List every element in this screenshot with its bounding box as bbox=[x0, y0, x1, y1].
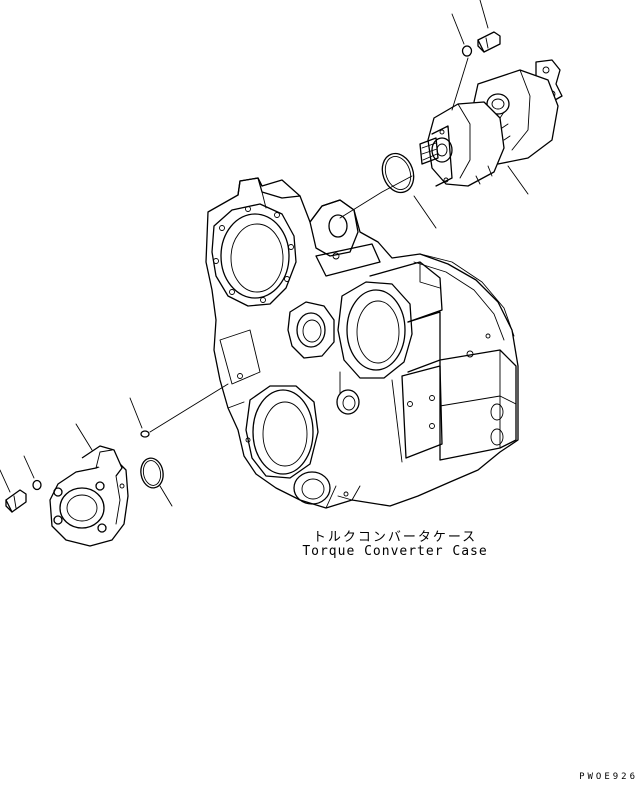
lower-washer bbox=[32, 479, 42, 491]
lower-o-ring bbox=[140, 457, 164, 489]
plug bbox=[140, 430, 150, 438]
caption-japanese: トルクコンバータケース bbox=[312, 530, 478, 545]
upper-o-ring bbox=[381, 152, 415, 194]
upper-bolt bbox=[477, 31, 501, 53]
lower-pump-cover bbox=[49, 445, 129, 547]
leader-lines bbox=[0, 0, 529, 507]
upper-pump-assembly bbox=[419, 59, 563, 187]
upper-washer bbox=[461, 45, 473, 57]
lower-bolt bbox=[5, 489, 27, 513]
drawing-code: PWOE926 bbox=[579, 772, 638, 782]
torque-converter-case bbox=[205, 177, 519, 509]
caption-english: Torque Converter Case bbox=[302, 544, 488, 559]
